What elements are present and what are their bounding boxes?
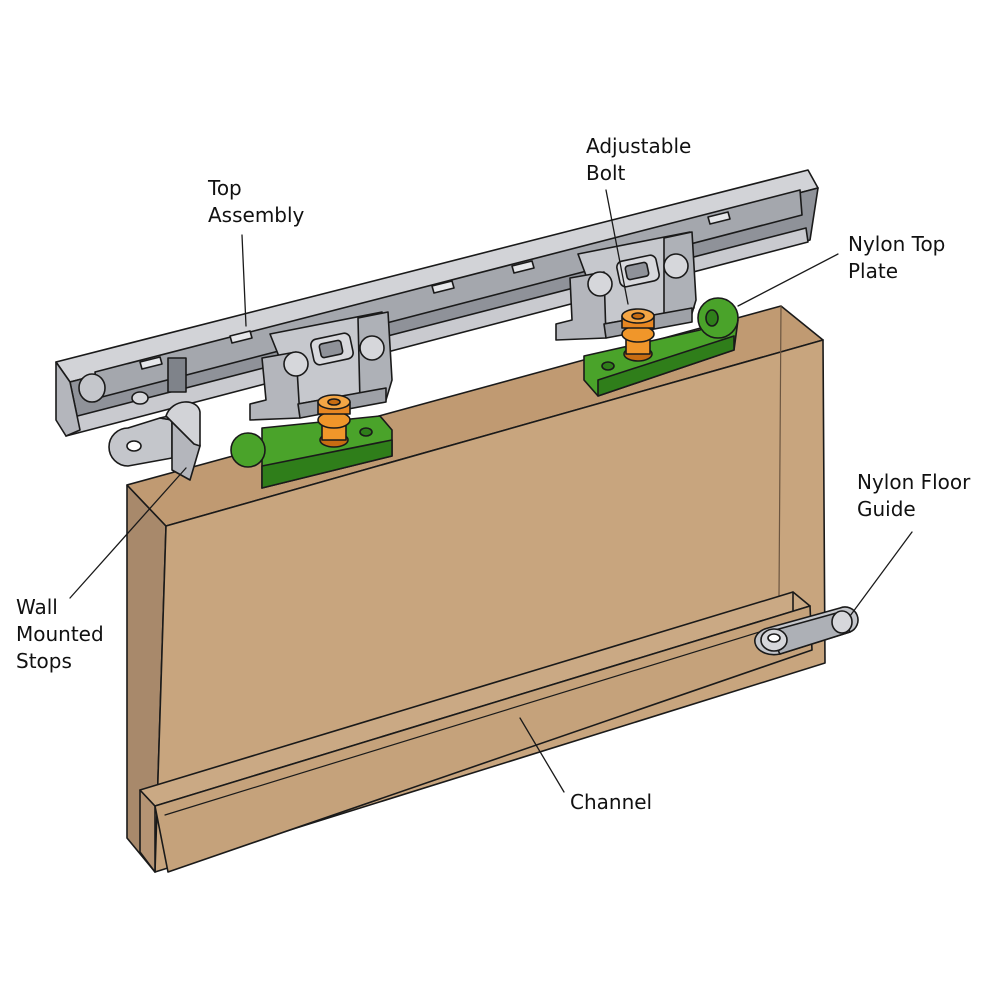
label-nylon-floor-guide: Nylon Floor Guide <box>857 470 971 521</box>
right-nylon-top-plate <box>583 297 739 397</box>
nylon-floor-guide <box>754 606 859 656</box>
leader-nylon-floor-guide <box>849 531 913 617</box>
right-adjustable-bolt <box>621 308 655 362</box>
leader-top-assembly <box>241 234 247 327</box>
label-wall-mounted-stops: Wall Mounted Stops <box>16 595 104 673</box>
label-nylon-top-plate: Nylon Top Plate <box>848 232 946 283</box>
left-hanger <box>249 311 393 421</box>
top-track <box>55 169 819 437</box>
leader-adjustable-bolt <box>605 189 629 305</box>
leader-nylon-top-plate <box>737 253 839 307</box>
wall-mounted-stop <box>108 401 201 481</box>
floor-channel <box>139 591 813 873</box>
leader-channel <box>519 717 565 793</box>
left-adjustable-bolt <box>317 394 351 448</box>
channel-front <box>154 605 813 873</box>
label-channel: Channel <box>570 790 653 814</box>
track-end-cap <box>55 361 81 437</box>
leader-wall-mounted-stops <box>69 467 187 599</box>
leader-lines <box>69 189 913 793</box>
left-nylon-top-plate <box>230 415 393 489</box>
label-adjustable-bolt: Adjustable Bolt <box>586 134 692 185</box>
label-top-assembly: Top Assembly <box>208 176 305 227</box>
